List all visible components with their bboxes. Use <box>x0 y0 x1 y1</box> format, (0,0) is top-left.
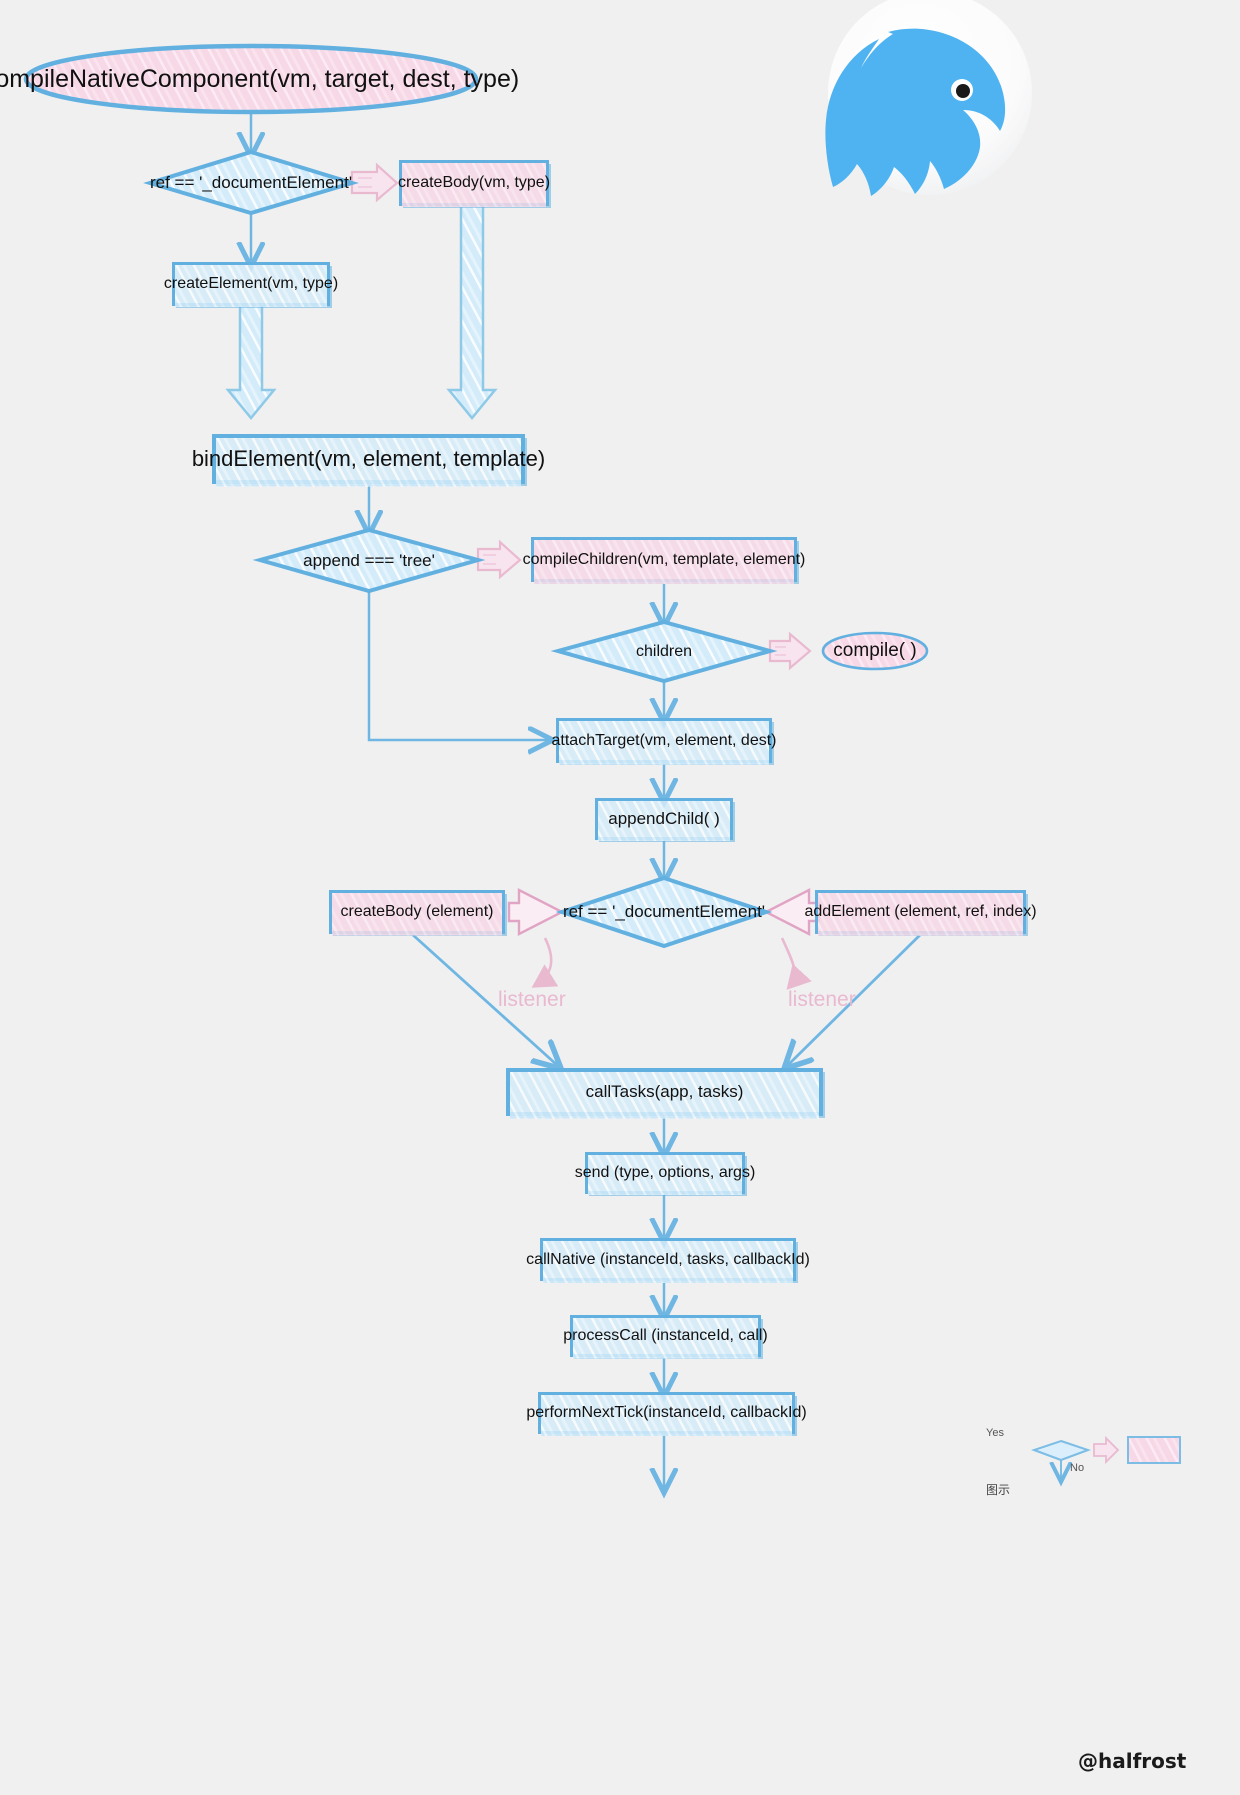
author-signature: @halfrost <box>1078 1749 1187 1773</box>
edge-listener-left <box>531 937 559 988</box>
decision-children-shape <box>550 619 778 684</box>
legend-caption: 图示 <box>986 1483 1011 1497</box>
eagle-logo <box>825 0 1032 197</box>
node-createelement-vm-type-label: createElement(vm, type) <box>163 275 339 292</box>
edge-createbody-to-bindelement <box>446 203 498 420</box>
node-callnative[interactable]: callNative (instanceId, tasks, callbackI… <box>526 1238 810 1283</box>
decision-ref-documentelement-1-shape <box>143 149 359 216</box>
edge-appenddecision-to-compilechildren-yes <box>476 539 522 580</box>
node-decision-children[interactable]: children <box>558 622 770 681</box>
edge-decision2-to-createbody-element <box>507 888 565 936</box>
compile-ellipse-shape <box>821 631 929 671</box>
node-send[interactable]: send (type, options, args) <box>575 1152 755 1196</box>
node-processcall-label: processCall (instanceId, call) <box>563 1327 768 1344</box>
legend-yes-label: Yes <box>986 1427 1004 1439</box>
node-createbody-element-label: createBody (element) <box>340 903 494 920</box>
decision-ref-documentelement-2-shape <box>555 875 773 949</box>
edge-appenddecision-to-attachtarget-no <box>367 591 548 740</box>
edge-decision1-to-createbody-yes <box>350 162 399 203</box>
node-calltasks-label: callTasks(app, tasks) <box>585 1082 744 1101</box>
node-performnexttick[interactable]: performNextTick(instanceId, callbackId) <box>526 1392 807 1437</box>
node-decision-ref-documentelement-2[interactable]: ref == '_documentElement' <box>562 878 766 946</box>
node-start-label: compileNativeComponent(vm, target, dest,… <box>0 64 520 93</box>
node-decision-children-label: children <box>635 642 693 660</box>
node-addelement[interactable]: addElement (element, ref, index) <box>804 890 1037 936</box>
edge-listener-right <box>780 937 812 990</box>
node-createbody-vm-type[interactable]: createBody(vm, type) <box>398 160 550 208</box>
edge-createelement-to-bindelement <box>225 303 277 420</box>
node-attachtarget-label: attachTarget(vm, element, dest) <box>551 731 777 749</box>
node-processcall[interactable]: processCall (instanceId, call) <box>563 1315 768 1359</box>
label-listener-left: listener <box>498 988 566 1011</box>
node-bindelement-label: bindElement(vm, element, template) <box>191 446 546 471</box>
node-createelement-vm-type[interactable]: createElement(vm, type) <box>164 262 338 308</box>
node-bindelement[interactable]: bindElement(vm, element, template) <box>192 434 545 487</box>
node-compilechildren-label: compileChildren(vm, template, element) <box>522 550 806 568</box>
node-calltasks[interactable]: callTasks(app, tasks) <box>506 1068 823 1119</box>
node-start[interactable]: compileNativeComponent(vm, target, dest,… <box>0 46 519 112</box>
legend-graphic <box>1030 1435 1181 1478</box>
node-callnative-label: callNative (instanceId, tasks, callbackI… <box>526 1250 810 1268</box>
edge-createbody-element-to-calltasks <box>412 933 557 1065</box>
node-appendchild-label: appendChild( ) <box>608 809 720 828</box>
node-decision-append-tree-label: append === 'tree' <box>303 550 435 570</box>
node-createbody-element[interactable]: createBody (element) <box>329 890 505 936</box>
node-send-label: send (type, options, args) <box>574 1164 756 1181</box>
legend-no-label: No <box>1070 1462 1085 1474</box>
node-decision-append-tree[interactable]: append === 'tree' <box>260 530 478 591</box>
node-compile-fn-label: compile( ) <box>833 640 917 661</box>
node-createbody-vm-type-label: createBody(vm, type) <box>397 174 551 191</box>
node-performnexttick-label: performNextTick(instanceId, callbackId) <box>526 1404 807 1421</box>
decision-append-tree-shape <box>252 527 486 594</box>
node-decision-ref-documentelement-2-label: ref == '_documentElement' <box>562 902 766 921</box>
label-listener-right: listener <box>788 988 856 1011</box>
edge-childrendecision-to-compile-yes <box>768 631 812 671</box>
edge-addelement-to-calltasks <box>788 934 921 1065</box>
node-compile-fn[interactable]: compile( ) <box>823 633 927 669</box>
node-compilechildren[interactable]: compileChildren(vm, template, element) <box>523 537 805 584</box>
node-decision-ref-documentelement-1[interactable]: ref == '_documentElement' <box>150 152 352 213</box>
node-decision-ref-documentelement-1-label: ref == '_documentElement' <box>149 172 353 192</box>
node-appendchild[interactable]: appendChild( ) <box>595 798 733 842</box>
node-attachtarget[interactable]: attachTarget(vm, element, dest) <box>552 718 777 765</box>
start-ellipse-shape <box>23 43 479 115</box>
node-addelement-label: addElement (element, ref, index) <box>804 903 1037 920</box>
